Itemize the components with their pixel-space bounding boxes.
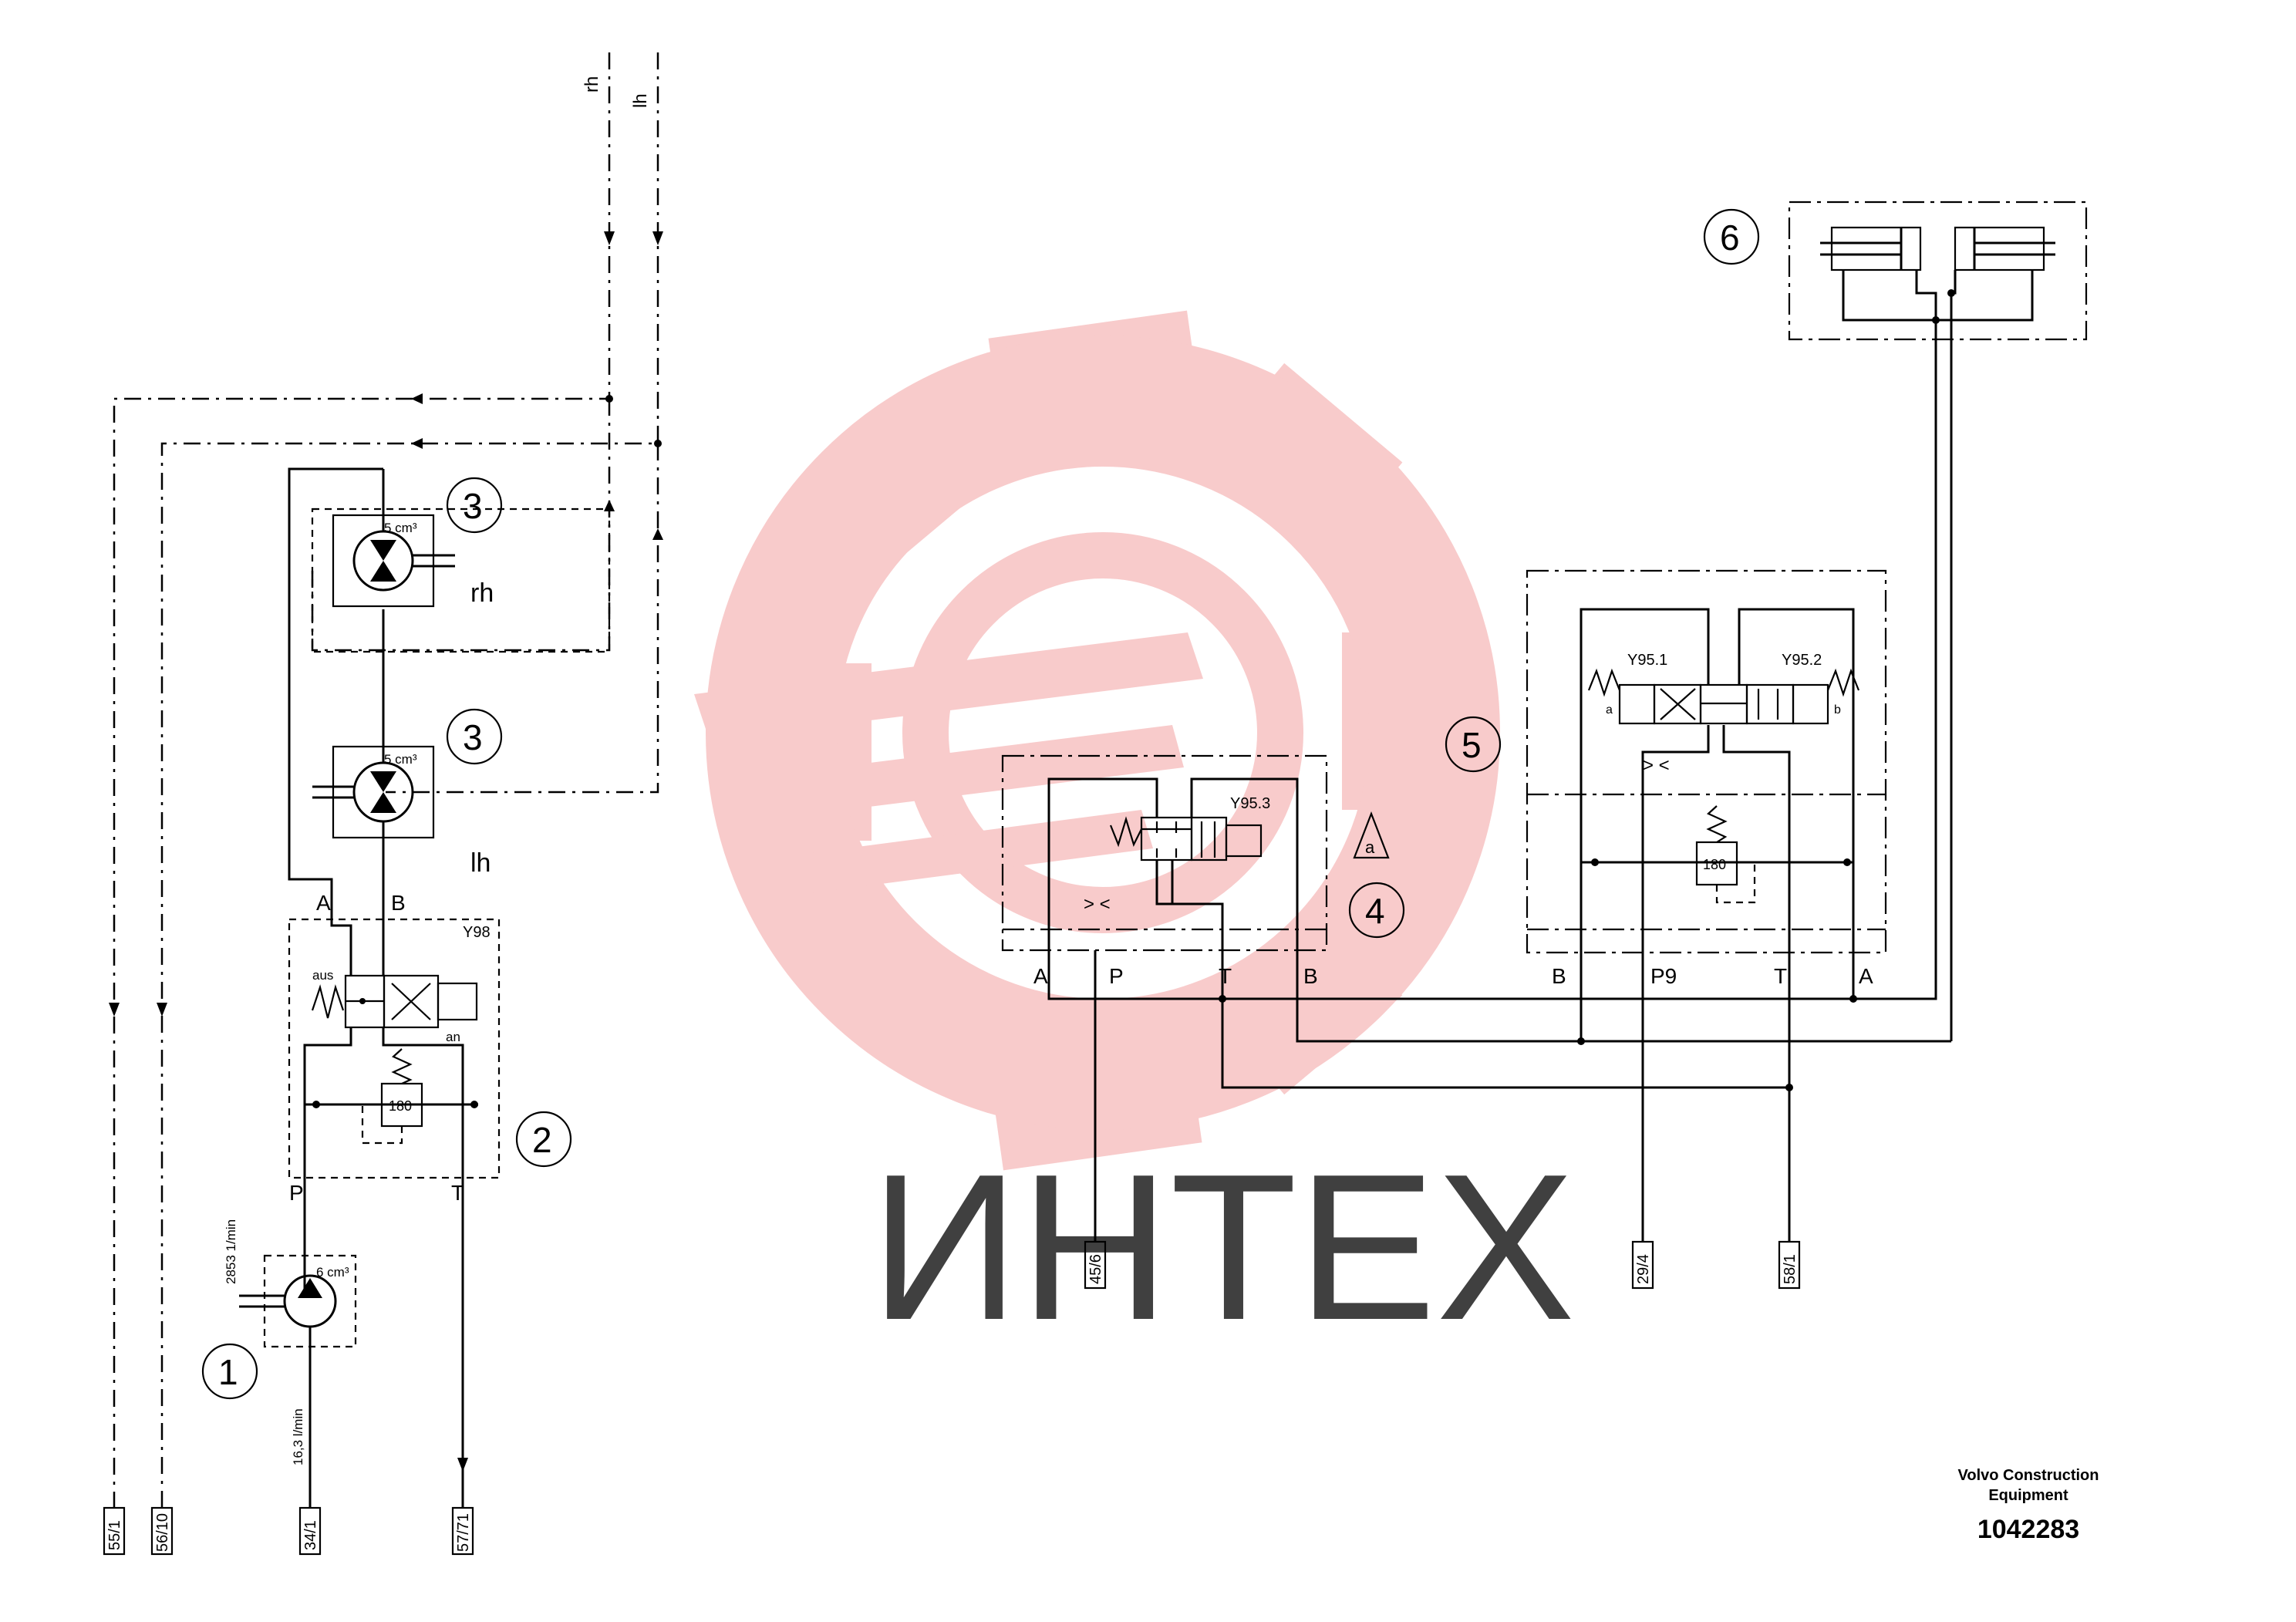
item-3-callouts: 3 3 bbox=[446, 477, 503, 765]
svg-text:T: T bbox=[1774, 964, 1787, 988]
svg-text:B: B bbox=[1552, 964, 1566, 988]
pump-speed: 2853 1/min bbox=[224, 1219, 238, 1284]
triangle-note: a bbox=[1365, 838, 1375, 857]
item-2-callout: 2 bbox=[532, 1120, 552, 1160]
right-interconnects bbox=[1047, 950, 1951, 1242]
valve-y951-label: Y95.1 bbox=[1627, 652, 1667, 669]
check-valve-5: > < bbox=[1643, 755, 1670, 776]
relief-pressure: 180 bbox=[389, 1098, 412, 1114]
valve-y952-label: Y95.2 bbox=[1782, 652, 1822, 669]
svg-text:B: B bbox=[391, 891, 406, 915]
svg-text:A: A bbox=[316, 891, 331, 915]
svg-text:B: B bbox=[1303, 964, 1318, 988]
watermark-text: ИНТЕХ bbox=[870, 1131, 1575, 1364]
solenoid-b: b bbox=[1834, 703, 1841, 717]
motor-rh: 5 cm³ rh bbox=[311, 508, 611, 653]
svg-text:P: P bbox=[1109, 964, 1124, 988]
pump: 6 cm³ 2853 1/min 16,3 l/min 1 bbox=[201, 1219, 357, 1508]
brand-line-1: Volvo Construction bbox=[1957, 1467, 2099, 1484]
brand-line-2: Equipment bbox=[1988, 1487, 2068, 1504]
pump-flow: 16,3 l/min bbox=[291, 1408, 305, 1465]
watermark-gear-logo bbox=[694, 310, 1500, 1171]
svg-text:55/1: 55/1 bbox=[106, 1520, 123, 1550]
motor-rh-label: rh bbox=[470, 578, 494, 608]
valve-y98: Y98 aus an 180 2 bbox=[288, 918, 572, 1179]
svg-text:P9: P9 bbox=[1650, 964, 1677, 988]
valve-block-4: Y95.3 > < a 4 bbox=[1001, 754, 1405, 995]
item-4-callout: 4 bbox=[1365, 891, 1385, 931]
motor-lh-displacement: 5 cm³ bbox=[384, 752, 417, 767]
solenoid-a: a bbox=[1606, 703, 1613, 717]
svg-text:T: T bbox=[451, 1181, 464, 1205]
pump-displacement: 6 cm³ bbox=[316, 1265, 349, 1280]
footer-block: Volvo Construction Equipment 1042283 bbox=[1913, 1465, 2144, 1545]
svg-text:3: 3 bbox=[463, 486, 483, 526]
motor-rh-displacement: 5 cm³ bbox=[384, 521, 417, 535]
svg-text:57/71: 57/71 bbox=[455, 1513, 472, 1552]
valve-y98-off: aus bbox=[312, 968, 333, 983]
item-5-callout: 5 bbox=[1462, 725, 1482, 765]
svg-text:A: A bbox=[1859, 964, 1873, 988]
right-refs: 45/6 29/4 58/1 bbox=[1084, 1240, 1801, 1290]
svg-text:29/4: 29/4 bbox=[1635, 1254, 1652, 1284]
lh-line-label: lh bbox=[630, 93, 651, 108]
item-1-callout: 1 bbox=[218, 1352, 238, 1392]
svg-text:A: A bbox=[1033, 964, 1048, 988]
document-number: 1042283 bbox=[1977, 1515, 2080, 1544]
motor-lh-label: lh bbox=[470, 848, 491, 878]
valve-y953-label: Y95.3 bbox=[1230, 795, 1270, 812]
svg-text:45/6: 45/6 bbox=[1087, 1254, 1104, 1284]
relief-pressure-5: 180 bbox=[1703, 857, 1726, 872]
check-valve-4: > < bbox=[1084, 894, 1111, 915]
valve-block-5: Y95.1 Y95.2 a b > < 180 5 bbox=[1445, 569, 1887, 995]
cylinder-pair: 6 bbox=[1703, 201, 2088, 1041]
rh-line-label: rh bbox=[582, 76, 602, 93]
valve5-ports: B P9 T A bbox=[1552, 964, 1873, 988]
svg-text:34/1: 34/1 bbox=[302, 1520, 319, 1550]
svg-text:58/1: 58/1 bbox=[1782, 1254, 1799, 1284]
svg-text:P: P bbox=[289, 1181, 304, 1205]
valve-y98-on: an bbox=[446, 1030, 460, 1044]
item-6-callout: 6 bbox=[1720, 218, 1740, 258]
svg-text:3: 3 bbox=[463, 717, 483, 757]
motor-lh: 5 cm³ lh bbox=[312, 745, 491, 878]
system1-ports: A B P T bbox=[289, 891, 464, 1205]
left-refs: 55/1 56/10 34/1 57/71 bbox=[103, 1473, 474, 1556]
svg-text:56/10: 56/10 bbox=[154, 1513, 171, 1552]
svg-text:T: T bbox=[1219, 964, 1232, 988]
main-circuit bbox=[288, 467, 468, 1473]
valve-y98-label: Y98 bbox=[463, 924, 491, 941]
